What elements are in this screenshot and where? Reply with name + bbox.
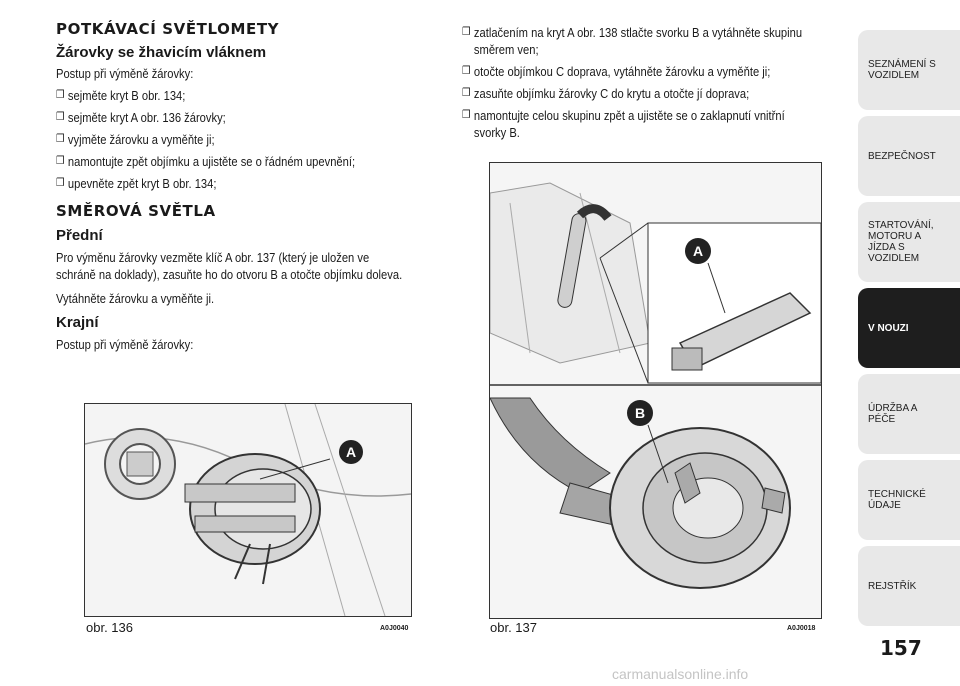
checkbox-bullet-icon: ❒ <box>56 111 65 123</box>
tab-udrzba-a-pece[interactable]: ÚDRŽBA A PÉČE <box>858 374 960 454</box>
list-item: ❒sejměte kryt B obr. 134; <box>56 88 186 103</box>
subheading-front: Přední <box>56 227 103 244</box>
section-heading-low-beam: POTKÁVACÍ SVĚTLOMETY <box>56 20 280 38</box>
watermark-text: carmanualsonline.info <box>612 666 749 682</box>
checkbox-bullet-icon: ❒ <box>56 155 65 167</box>
left-column: POTKÁVACÍ SVĚTLOMETY Žárovky se žhavicím… <box>56 20 436 353</box>
figure-136-caption: obr. 136 <box>86 620 133 635</box>
section-heading-turn-signals: SMĚROVÁ SVĚTLA <box>56 202 216 220</box>
tab-bezpecnost[interactable]: BEZPEČNOST <box>858 116 960 196</box>
checkbox-bullet-icon: ❒ <box>56 89 65 101</box>
list-item: ❒namontujte zpět objímku a ujistěte se o… <box>56 154 356 169</box>
paragraph: Vytáhněte žárovku a vyměňte ji. <box>56 291 215 306</box>
intro-text: Postup při výměně žárovky: <box>56 337 194 352</box>
step-list-low-beam: ❒sejměte kryt B obr. 134; ❒sejměte kryt … <box>56 87 436 192</box>
list-item: ❒ otočte objímkou C doprava, vytáhněte ž… <box>462 64 771 79</box>
right-column: ❒ zatlačením na kryt A obr. 138 stlačte … <box>462 24 842 141</box>
paragraph-line: schránĕ na doklady), zasuňte ho do otvor… <box>56 267 403 282</box>
page-number: 157 <box>880 636 922 660</box>
checkbox-bullet-icon: ❒ <box>462 65 471 77</box>
tab-technicke-udaje[interactable]: TECHNICKÉ ÚDAJE <box>858 460 960 540</box>
figure-137-code: A0J0018 <box>787 625 816 632</box>
list-item: ❒ zasuňte objímku žárovky C do krytu a o… <box>462 86 750 101</box>
key-and-socket-illustration: A B <box>489 163 822 618</box>
tab-startovani[interactable]: STARTOVÁNÍ, MOTORU A JÍZDA S VOZIDLEM <box>858 202 960 282</box>
figure-136-image: A <box>84 403 412 617</box>
figure-137-image: A B <box>489 162 822 619</box>
checkbox-bullet-icon: ❒ <box>56 133 65 145</box>
callout-label-a: A <box>346 444 356 460</box>
figure-137-caption: obr. 137 <box>490 620 537 635</box>
list-item: ❒ zatlačením na kryt A obr. 138 stlačte … <box>462 25 803 57</box>
tab-rejstrik[interactable]: REJSTŘÍK <box>858 546 960 626</box>
checkbox-bullet-icon: ❒ <box>462 26 471 38</box>
list-item: ❒vyjměte žárovku a vyměňte ji; <box>56 132 215 147</box>
tab-seznameni-s-vozidlem[interactable]: SEZNÁMENÍ S VOZIDLEM <box>858 30 960 110</box>
intro-text: Postup při výměně žárovky: <box>56 66 194 81</box>
headlight-cover-illustration: A <box>84 403 412 617</box>
callout-label-a: A <box>693 243 703 259</box>
list-item: ❒upevněte zpět kryt B obr. 134; <box>56 176 217 191</box>
list-item: ❒ namontujte celou skupinu zpět a ujistě… <box>462 108 785 140</box>
tab-v-nouzi[interactable]: V NOUZI <box>858 288 960 368</box>
subheading-filament-bulbs: Žárovky se žhavicím vláknem <box>56 44 267 61</box>
checkbox-bullet-icon: ❒ <box>462 109 471 121</box>
checkbox-bullet-icon: ❒ <box>56 177 65 189</box>
checkbox-bullet-icon: ❒ <box>462 87 471 99</box>
subheading-side: Krajní <box>56 314 99 331</box>
callout-label-b: B <box>635 405 645 421</box>
figure-136-code: A0J0040 <box>380 625 409 632</box>
list-item: ❒sejměte kryt A obr. 136 žárovky; <box>56 110 226 125</box>
paragraph-line: Pro výměnu žárovky vezměte klíč A obr. 1… <box>56 250 370 265</box>
